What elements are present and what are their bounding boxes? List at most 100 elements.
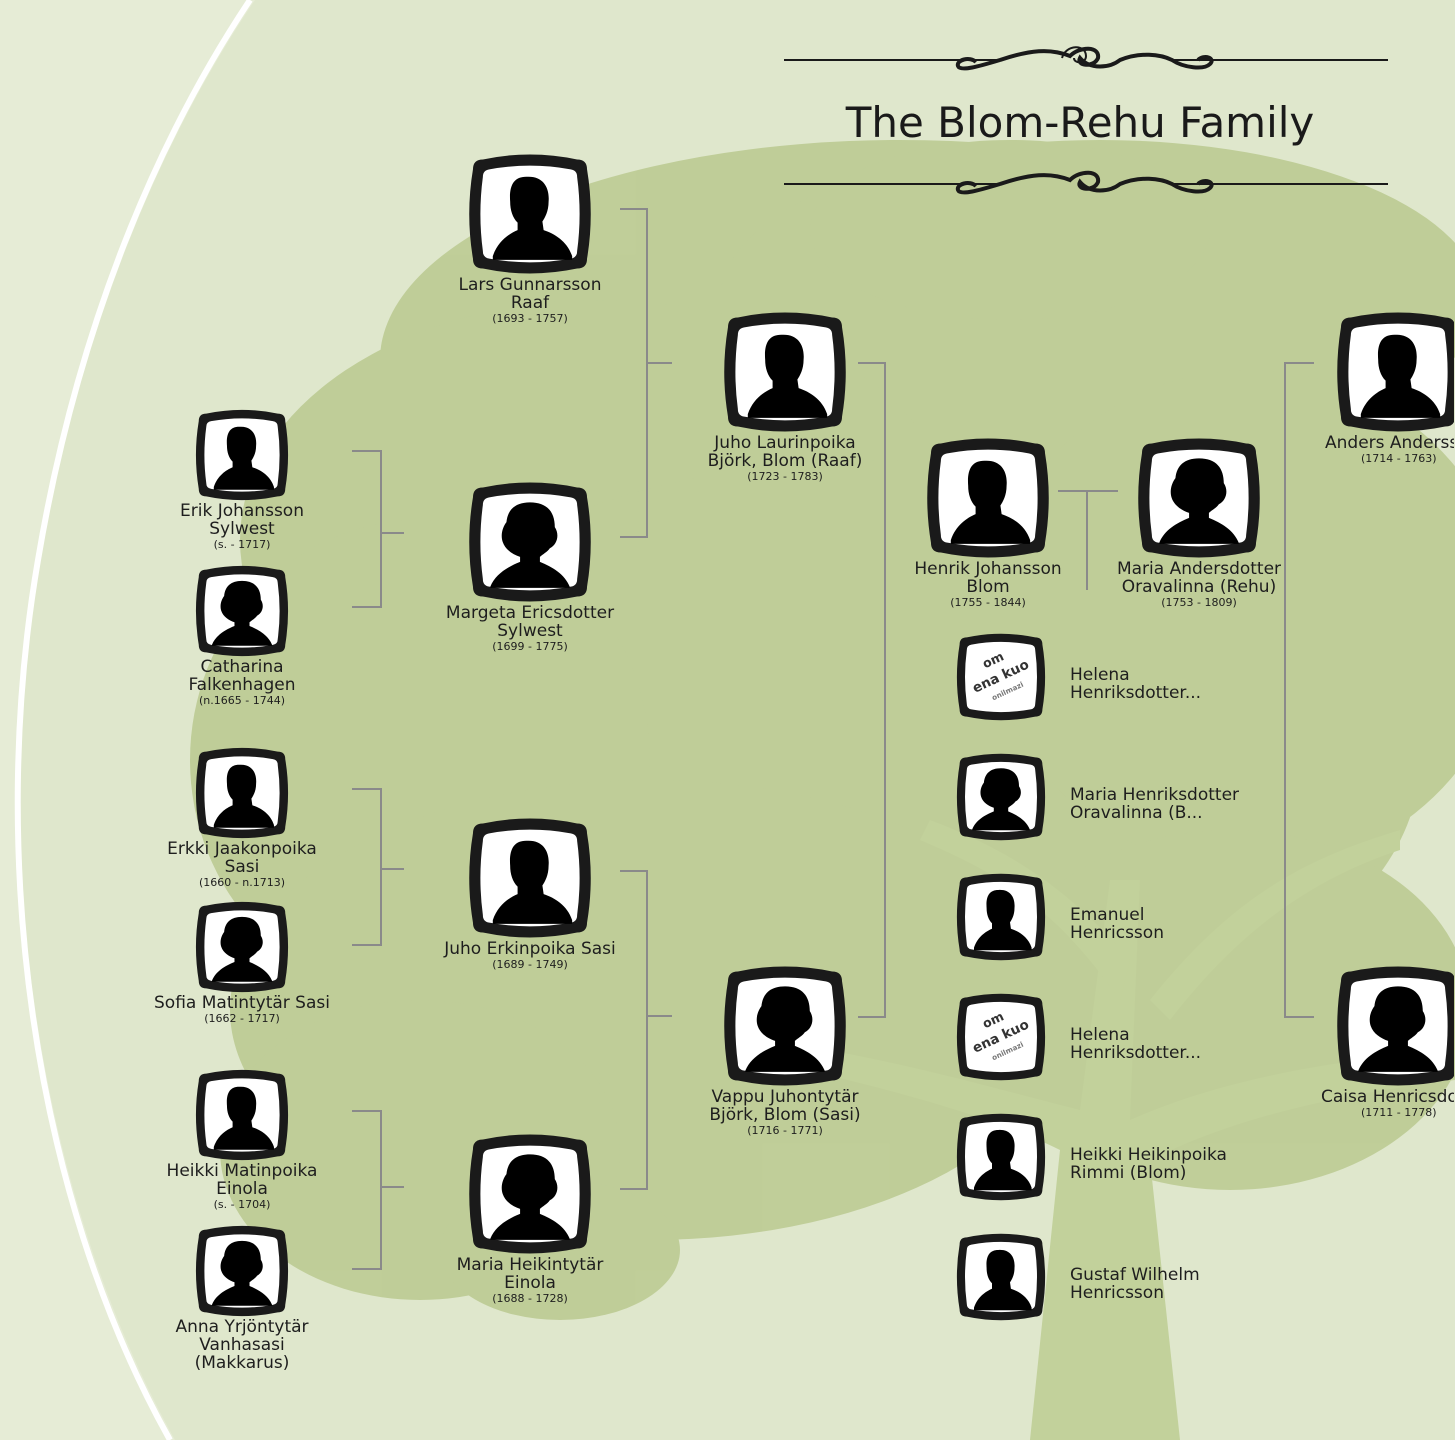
person-name: Einola: [216, 1179, 268, 1199]
female-silhouette-icon: [490, 1154, 570, 1240]
portrait-frame: [1138, 438, 1260, 558]
person-dates: (n.1665 - 1744): [198, 694, 285, 707]
portrait-frame: [195, 901, 289, 993]
person-name: Catharina: [200, 657, 284, 677]
female-silhouette-icon: [1159, 458, 1239, 544]
child-name: Gustaf Wilhelm: [1070, 1265, 1200, 1285]
person-name: Falkenhagen: [188, 675, 296, 695]
child-name: Henriksdotter...: [1070, 683, 1202, 703]
child-name: Helena: [1070, 1025, 1130, 1045]
person-name: Margeta Ericsdotter: [445, 603, 615, 623]
portrait-frame: [469, 482, 591, 602]
female-silhouette-icon: [1358, 986, 1438, 1072]
portrait-frame: [195, 565, 289, 657]
male-silhouette-icon: [974, 889, 1032, 951]
person-card-erkki[interactable]: Erkki Jaakonpoika Sasi (1660 - n.1713): [157, 746, 327, 889]
person-dates: (1693 - 1757): [492, 312, 568, 325]
person-card-caisa[interactable]: Caisa Henricsdo (1711 - 1778): [1318, 964, 1454, 1119]
female-silhouette-icon: [211, 580, 273, 646]
male-silhouette-icon: [213, 426, 274, 490]
person-card-heikki-matinpoika[interactable]: Heikki Matinpoika Einola (s. - 1704): [157, 1068, 327, 1211]
title-ornament-bottom: [784, 170, 1388, 195]
person-name: Anna Yrjöntytär: [175, 1317, 309, 1337]
child-name: Henricsson: [1070, 1283, 1164, 1303]
portrait-frame: [956, 873, 1046, 961]
portrait-frame: [927, 438, 1049, 558]
female-silhouette-icon: [211, 1240, 273, 1306]
person-name: Einola: [504, 1273, 556, 1293]
person-name: Erkki Jaakonpoika: [167, 839, 317, 859]
person-dates: (1716 - 1771): [747, 1124, 823, 1137]
person-name: Sofia Matintytär Sasi: [154, 993, 330, 1013]
child-name: Henriksdotter...: [1070, 1043, 1202, 1063]
female-silhouette-icon: [211, 916, 273, 982]
person-dates: (1723 - 1783): [747, 470, 823, 483]
person-card-margeta[interactable]: Margeta Ericsdotter Sylwest (1699 - 1775…: [440, 480, 620, 653]
portrait-frame: [724, 966, 846, 1086]
person-dates: (s. - 1717): [213, 538, 271, 551]
person-card-maria-andersdotter[interactable]: Maria Andersdotter Oravalinna (Rehu) (17…: [1107, 436, 1291, 609]
child-name: Emanuel: [1070, 905, 1145, 925]
person-card-maria-heikintytar[interactable]: Maria Heikintytär Einola (1688 - 1728): [440, 1132, 620, 1305]
person-name: Caisa Henricsdo: [1321, 1087, 1454, 1107]
portrait-frame: [469, 154, 591, 274]
person-card-sofia[interactable]: Sofia Matintytär Sasi (1662 - 1717): [152, 900, 332, 1025]
portrait-frame: [195, 1069, 289, 1161]
male-silhouette-icon: [213, 1086, 274, 1150]
person-dates: (s. - 1704): [213, 1198, 271, 1211]
person-name: Heikki Matinpoika: [166, 1161, 318, 1181]
child-name: Helena: [1070, 665, 1130, 685]
person-name: Maria Heikintytär: [456, 1255, 604, 1275]
person-card-catharina[interactable]: Catharina Falkenhagen (n.1665 - 1744): [162, 564, 322, 707]
page-title: The Blom-Rehu Family: [845, 98, 1315, 147]
person-card-juho-erkinpoika[interactable]: Juho Erkinpoika Sasi (1689 - 1749): [432, 816, 628, 971]
portrait-frame: [469, 1134, 591, 1254]
female-silhouette-icon: [745, 986, 825, 1072]
person-dates: (1689 - 1749): [492, 958, 568, 971]
person-dates: (1688 - 1728): [492, 1292, 568, 1305]
child-name: Rimmi (Blom): [1070, 1163, 1187, 1183]
portrait-frame: [1337, 312, 1454, 432]
person-name: Juho Laurinpoika: [714, 433, 856, 453]
male-silhouette-icon: [1360, 334, 1441, 418]
male-silhouette-icon: [747, 334, 828, 418]
person-card-lars[interactable]: Lars Gunnarsson Raaf (1693 - 1757): [440, 152, 620, 325]
person-name: Henrik Johansson: [914, 559, 1062, 579]
person-card-juho-laurinpoika[interactable]: Juho Laurinpoika Björk, Blom (Raaf) (172…: [690, 310, 880, 483]
person-name: Blom: [966, 577, 1010, 597]
person-dates: (1662 - 1717): [204, 1012, 280, 1025]
male-silhouette-icon: [974, 1249, 1032, 1311]
person-name: Vappu Juhontytär: [711, 1087, 859, 1107]
person-dates: (1660 - n.1713): [198, 876, 285, 889]
person-card-erik[interactable]: Erik Johansson Sylwest (s. - 1717): [162, 408, 322, 551]
person-card-henrik[interactable]: Henrik Johansson Blom (1755 - 1844): [902, 436, 1074, 609]
person-dates: (1755 - 1844): [950, 596, 1026, 609]
person-name: Erik Johansson: [180, 501, 304, 521]
portrait-frame: [956, 1113, 1046, 1201]
person-dates: (1711 - 1778): [1361, 1106, 1437, 1119]
person-card-vappu[interactable]: Vappu Juhontytär Björk, Blom (Sasi) (171…: [690, 964, 880, 1137]
person-name: (Makkarus): [194, 1353, 290, 1373]
person-name: Anders Anderss: [1325, 433, 1454, 453]
child-name: Maria Henriksdotter: [1070, 785, 1240, 805]
portrait-frame: [1337, 966, 1454, 1086]
male-silhouette-icon: [492, 176, 573, 260]
child-name: Oravalinna (B...: [1070, 803, 1203, 823]
person-name: Sylwest: [209, 519, 275, 539]
portrait-frame: [724, 312, 846, 432]
person-name: Björk, Blom (Raaf): [707, 451, 863, 471]
child-name: Henricsson: [1070, 923, 1164, 943]
person-card-anna[interactable]: Anna Yrjöntytär Vanhasasi (Makkarus): [162, 1224, 322, 1372]
person-dates: (1753 - 1809): [1161, 596, 1237, 609]
title-ornament-top: [784, 46, 1388, 71]
male-silhouette-icon: [492, 840, 573, 924]
person-name: Lars Gunnarsson: [458, 275, 602, 295]
person-name: Sylwest: [497, 621, 563, 641]
person-name: Vanhasasi: [199, 1335, 285, 1355]
person-card-anders[interactable]: Anders Anderss (1714 - 1763): [1318, 310, 1454, 465]
child-name: Heikki Heikinpoika: [1070, 1145, 1227, 1165]
person-name: Sasi: [224, 857, 260, 877]
